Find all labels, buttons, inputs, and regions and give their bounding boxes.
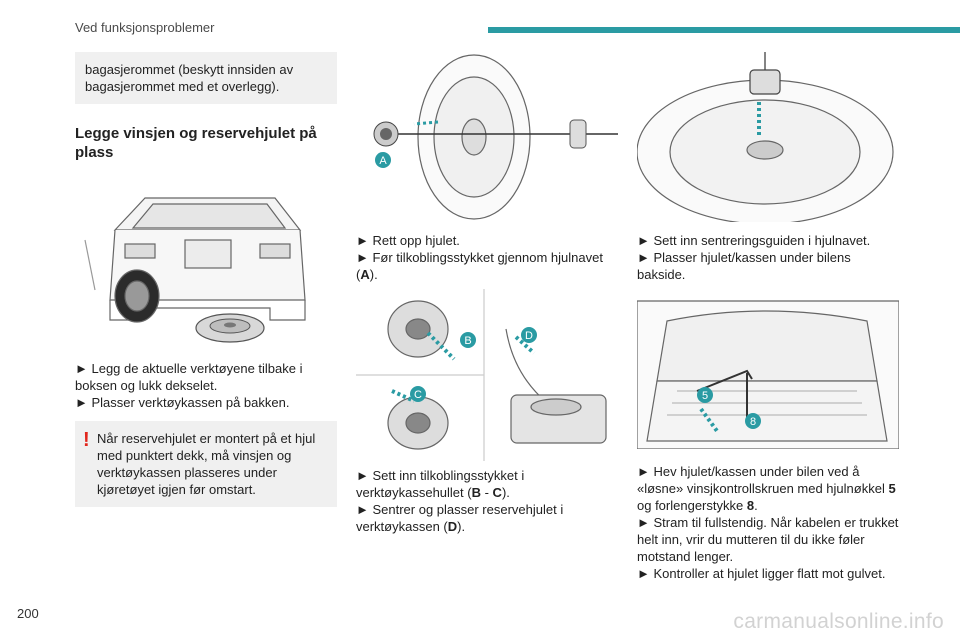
- label-d: D: [525, 330, 533, 342]
- warning-text: med punktert dekk, må vinsjen og verktøy…: [97, 448, 292, 497]
- steps-list-3: ► Sett inn tilkoblingsstykket i verktøyk…: [356, 467, 618, 535]
- centering-guide-illustration: [637, 52, 894, 222]
- note-box: bagasjerommet (beskytt innsiden av bagas…: [75, 52, 337, 104]
- step-text: ► Sentrer og plasser reservehjulet i ver…: [356, 502, 564, 534]
- exclamation-warning-icon: !: [83, 429, 90, 451]
- step-text: ► Kontroller at hjulet ligger flatt mot …: [637, 566, 886, 581]
- step-text: ► Plasser verktøykassen på bakken.: [75, 395, 290, 410]
- step-text: ► Sett inn tilkoblingsstykket i verktøyk…: [356, 468, 525, 500]
- boot-winch-illustration: 5 8: [637, 300, 899, 449]
- steps-list-1: ► Legg de aktuelle verktøyene tilbake i …: [75, 360, 337, 411]
- label-8-badge: [745, 413, 761, 429]
- step-text: ► Hev hjulet/kassen under bilen ved å «l…: [637, 464, 896, 513]
- toolbox-connection-illustration: B C D: [356, 289, 607, 461]
- page-header-title: Ved funksjonsproblemer: [75, 20, 215, 35]
- step-text: ► Plasser hjulet/kassen under bilens bak…: [637, 250, 851, 282]
- step-text: ► Legg de aktuelle verktøyene tilbake i …: [75, 361, 303, 393]
- step-text: ► Rett opp hjulet.: [356, 233, 460, 248]
- connector-piece: [373, 121, 399, 147]
- label-a-badge: [375, 152, 391, 168]
- step-text: ► Sett inn sentreringsguiden i hjulnavet…: [637, 233, 871, 248]
- wheel-hub-illustration: A: [373, 54, 618, 220]
- section-heading: Legge vinsjen og reservehjulet på plass: [75, 125, 317, 161]
- watermark: carmanualsonline.info: [733, 610, 944, 633]
- column-right: ► Sett inn sentreringsguiden i hjulnavet…: [637, 52, 899, 582]
- steps-list-5: ► Hev hjulet/kassen under bilen ved å «l…: [637, 463, 899, 582]
- step-text: ► Stram til fullstendig. Når kabelen er …: [637, 515, 899, 564]
- label-c: C: [414, 389, 422, 401]
- label-a: A: [379, 155, 387, 167]
- column-left: bagasjerommet (beskytt innsiden av bagas…: [75, 52, 337, 507]
- spare-wheel-on-ground: [195, 313, 265, 343]
- label-5-badge: [697, 387, 713, 403]
- centering-guide-part: [569, 119, 587, 149]
- car-rear-illustration: [84, 197, 306, 343]
- label-d-badge: [521, 327, 537, 343]
- warning-text-line1: Når reservehjulet er montert på et hjul: [97, 431, 316, 446]
- note-text: bagasjerommet (beskytt innsiden av bagas…: [85, 62, 294, 94]
- page-number: 200: [17, 606, 39, 621]
- step-text: ► Før tilkoblingsstykket gjennom hjulnav…: [356, 250, 603, 282]
- label-c-badge: [410, 386, 426, 402]
- steps-list-4: ► Sett inn sentreringsguiden i hjulnavet…: [637, 232, 899, 283]
- label-b-badge: [460, 332, 476, 348]
- warning-box: ! Når reservehjulet er montert på et hju…: [75, 421, 337, 507]
- steps-list-2: ► Rett opp hjulet. ► Før tilkoblingsstyk…: [356, 232, 618, 283]
- column-middle: A ► Rett opp hjulet. ► Før tilkoblingsst…: [356, 52, 618, 535]
- label-b: B: [464, 335, 471, 347]
- label-5: 5: [702, 390, 708, 402]
- label-8: 8: [750, 416, 756, 428]
- header-accent-bar: [488, 27, 960, 33]
